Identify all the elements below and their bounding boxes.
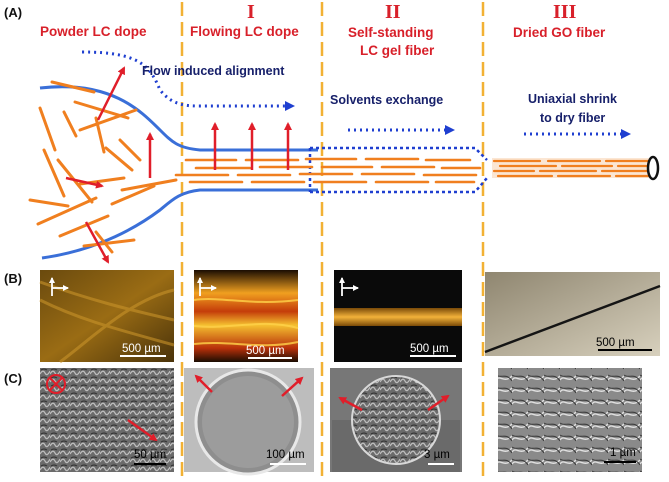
polarized-image-gel: 500 µm xyxy=(334,270,462,362)
alignment-arrow xyxy=(96,66,126,121)
alignment-arrow xyxy=(281,376,304,397)
scale-bar-label-c1: 50 µm xyxy=(134,449,166,461)
stage-title-selfstanding-line1: Self-standing xyxy=(348,25,434,40)
stage-roman-3: III xyxy=(553,1,577,23)
stage-roman-2: II xyxy=(385,1,401,23)
optical-image-dried: 500 µm xyxy=(484,272,661,356)
label-flow-alignment: Flow induced alignment xyxy=(142,64,285,78)
cross-arrows-icon xyxy=(339,277,359,296)
polarized-image-dope: 500 µm xyxy=(39,270,175,364)
panel-letter-c: (C) xyxy=(4,371,22,386)
scale-bar-label-b3: 500 µm xyxy=(410,343,449,355)
dried-fiber-end xyxy=(646,155,660,181)
panel-letter-b: (B) xyxy=(4,271,22,286)
scale-bar-label-b4: 500 µm xyxy=(596,337,635,349)
sem-image-flowing: 100 µm xyxy=(184,368,314,476)
stage-dividers xyxy=(180,2,485,482)
scale-bar-label-b1: 500 µm xyxy=(122,343,161,355)
dried-go-fiber xyxy=(492,155,660,181)
channel-wall-top xyxy=(39,85,318,152)
alignment-arrow xyxy=(65,176,104,189)
polarized-image-flowing: 500 µm xyxy=(193,270,299,362)
stage-title-powder: Powder LC dope xyxy=(40,24,147,39)
process-arrows xyxy=(81,50,631,139)
panel-letter-a: (A) xyxy=(4,5,22,20)
stage-roman-1: I xyxy=(247,1,255,23)
sem-image-dope: 50 µm xyxy=(40,368,174,472)
circled-x-icon xyxy=(46,374,66,394)
alignment-arrow xyxy=(194,374,213,393)
stage-title-selfstanding-line2: LC gel fiber xyxy=(360,43,435,58)
alignment-arrow xyxy=(84,221,110,264)
sem-image-dried: 1 µm xyxy=(498,368,642,472)
scale-bar-label-c4: 1 µm xyxy=(610,447,636,459)
go-sheets-random xyxy=(28,80,178,254)
scale-bar-label-c3: 3 µm xyxy=(424,449,450,461)
scale-bar-label-b2: 500 µm xyxy=(246,345,285,357)
alignment-arrow xyxy=(427,394,450,412)
alignment-arrows xyxy=(65,66,292,264)
gel-fiber-outline xyxy=(310,146,488,194)
dried-fiber-body xyxy=(492,158,652,178)
stage-title-flowing: Flowing LC dope xyxy=(190,24,299,39)
alignment-arrow xyxy=(338,396,363,412)
cross-arrows-icon xyxy=(49,277,69,296)
scale-bar-label-c2: 100 µm xyxy=(266,449,305,461)
channel-wall-bottom xyxy=(41,188,318,260)
cross-arrows-icon xyxy=(197,277,217,296)
label-uniaxial-shrink-2: to dry fiber xyxy=(540,111,605,125)
go-sheets-aligned xyxy=(174,157,482,184)
dried-fiber-line xyxy=(484,284,661,354)
alignment-arrow xyxy=(127,418,158,442)
label-uniaxial-shrink-1: Uniaxial shrink xyxy=(528,92,617,106)
sem-image-gel: 3 µm xyxy=(330,368,462,472)
flow-alignment-arrow xyxy=(81,50,295,111)
stage-title-dried: Dried GO fiber xyxy=(513,25,606,40)
label-solvent-exchange: Solvents exchange xyxy=(330,93,443,107)
